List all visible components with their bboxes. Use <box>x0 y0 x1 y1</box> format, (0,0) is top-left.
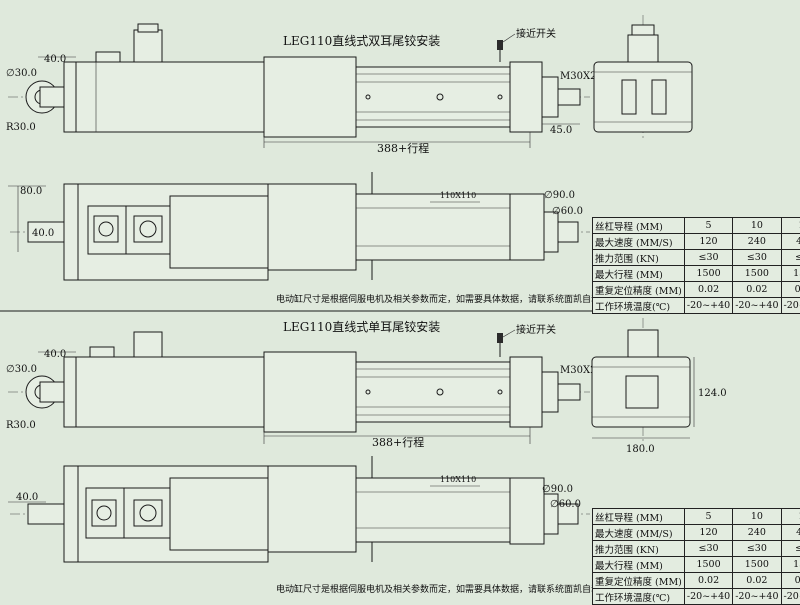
drawing-2-top-view: 40.0 110X110 ∅90.0 ∅60.0 电动缸尺寸是根据伺服电机及相关… <box>8 456 618 595</box>
drawing-2-dim-m30: M30X2 <box>560 365 596 376</box>
drawing-2-switch-label: 接近开关 <box>516 323 556 336</box>
spec-value-cell: 1500 <box>684 266 732 282</box>
spec-label-cell: 最大行程 (MM) <box>593 266 685 282</box>
spec-value-cell: 0.02 <box>733 282 781 298</box>
drawing-1-stroke-label: 388+行程 <box>377 142 429 155</box>
spec-row: 最大速度 (MM/S)120240480 <box>593 525 800 541</box>
spec-value-cell: 20 <box>781 218 800 234</box>
spec-table-2: 丝杠导程 (MM)51020最大速度 (MM/S)120240480推力范围 (… <box>592 508 800 605</box>
spec-value-cell: -20~+40 <box>781 298 800 314</box>
drawing-2-note: 电动缸尺寸是根据伺服电机及相关参数而定，如需要具体数据，请联系统面凯自动化。 <box>276 583 618 595</box>
spec-row: 重复定位精度 (MM)0.020.020.02 <box>593 573 800 589</box>
spec-row: 丝杠导程 (MM)51020 <box>593 218 800 234</box>
spec-row: 丝杠导程 (MM)51020 <box>593 509 800 525</box>
spec-value-cell: 20 <box>781 509 800 525</box>
spec-value-cell: 480 <box>781 234 800 250</box>
spec-value-cell: ≤30 <box>781 541 800 557</box>
spec-row: 工作环境温度(℃)-20~+40-20~+40-20~+40 <box>593 589 800 605</box>
drawing-1-dim-45: 45.0 <box>550 125 572 136</box>
drawing-2-stroke-label: 388+行程 <box>372 436 424 449</box>
spec-row: 最大行程 (MM)150015001500 <box>593 266 800 282</box>
drawing-1-side-view: LEG110直线式双耳尾铰安装 接近开关 <box>6 24 596 155</box>
spec-value-cell: ≤30 <box>684 541 732 557</box>
spec-label-cell: 丝杠导程 (MM) <box>593 218 685 234</box>
drawing-1-title: LEG110直线式双耳尾铰安装 <box>283 33 440 48</box>
spec-row: 推力范围 (KN)≤30≤30≤30 <box>593 541 800 557</box>
spec-label-cell: 重复定位精度 (MM) <box>593 573 685 589</box>
spec-value-cell: 10 <box>733 218 781 234</box>
spec-value-cell: ≤30 <box>781 250 800 266</box>
drawing-2-dim-124: 124.0 <box>698 388 727 399</box>
spec-value-cell: 5 <box>684 509 732 525</box>
spec-label-cell: 丝杠导程 (MM) <box>593 509 685 525</box>
drawing-1-dim-phi30: ∅30.0 <box>6 68 37 79</box>
spec-label-cell: 工作环境温度(℃) <box>593 298 685 314</box>
spec-value-cell: 0.02 <box>684 573 732 589</box>
spec-value-cell: -20~+40 <box>781 589 800 605</box>
spec-value-cell: -20~+40 <box>733 589 781 605</box>
drawing-1-dim-40: 40.0 <box>44 54 66 65</box>
drawing-1-end-view <box>594 15 692 140</box>
drawing-2-title: LEG110直线式单耳尾铰安装 <box>283 319 440 334</box>
spec-value-cell: 1500 <box>684 557 732 573</box>
spec-label-cell: 推力范围 (KN) <box>593 250 685 266</box>
drawing-1-switch-label: 接近开关 <box>516 27 556 40</box>
spec-value-cell: 240 <box>733 525 781 541</box>
spec-row: 最大速度 (MM/S)120240480 <box>593 234 800 250</box>
drawing-2-square: 110X110 <box>440 475 476 484</box>
spec-value-cell: 0.02 <box>733 573 781 589</box>
spec-table-1: 丝杠导程 (MM)51020最大速度 (MM/S)120240480推力范围 (… <box>592 217 800 314</box>
spec-label-cell: 最大行程 (MM) <box>593 557 685 573</box>
drawing-1-dim-m30: M30X2 <box>560 71 596 82</box>
spec-value-cell: 240 <box>733 234 781 250</box>
spec-value-cell: 120 <box>684 525 732 541</box>
drawing-2-side-view: LEG110直线式单耳尾铰安装 接近开关 40.0 ∅30.0 R30.0 M3… <box>6 319 596 449</box>
spec-value-cell: 120 <box>684 234 732 250</box>
drawing-2-dim-40b: 40.0 <box>16 492 38 503</box>
spec-value-cell: -20~+40 <box>684 298 732 314</box>
spec-label-cell: 最大速度 (MM/S) <box>593 525 685 541</box>
spec-label-cell: 最大速度 (MM/S) <box>593 234 685 250</box>
spec-value-cell: 5 <box>684 218 732 234</box>
drawing-2-dim-40: 40.0 <box>44 349 66 360</box>
spec-value-cell: 1500 <box>733 557 781 573</box>
spec-label-cell: 工作环境温度(℃) <box>593 589 685 605</box>
spec-label-cell: 重复定位精度 (MM) <box>593 282 685 298</box>
spec-value-cell: 0.02 <box>684 282 732 298</box>
drawing-2-dim-180: 180.0 <box>626 444 655 455</box>
spec-row: 推力范围 (KN)≤30≤30≤30 <box>593 250 800 266</box>
drawing-2-phi90: ∅90.0 <box>542 484 573 495</box>
drawing-2-dim-phi30: ∅30.0 <box>6 364 37 375</box>
spec-value-cell: -20~+40 <box>733 298 781 314</box>
drawing-1-phi60: ∅60.0 <box>552 206 583 217</box>
drawing-1-dim-r30: R30.0 <box>6 122 36 133</box>
drawing-2-end-view: 124.0 180.0 <box>592 318 727 455</box>
spec-row: 重复定位精度 (MM)0.020.020.02 <box>593 282 800 298</box>
spec-value-cell: 480 <box>781 525 800 541</box>
drawing-2-dim-r30: R30.0 <box>6 420 36 431</box>
drawing-1-dim-80: 80.0 <box>20 186 42 197</box>
spec-label-cell: 推力范围 (KN) <box>593 541 685 557</box>
spec-row: 工作环境温度(℃)-20~+40-20~+40-20~+40 <box>593 298 800 314</box>
spec-value-cell: ≤30 <box>733 250 781 266</box>
spec-value-cell: ≤30 <box>684 250 732 266</box>
drawing-1-phi90: ∅90.0 <box>544 190 575 201</box>
drawing-1-top-view: 80.0 40.0 110X110 ∅90.0 ∅60.0 电动缸尺寸是根据伺服… <box>8 172 618 305</box>
drawing-1-square: 110X110 <box>440 191 476 200</box>
spec-value-cell: 1500 <box>733 266 781 282</box>
drawing-1-dim-40b: 40.0 <box>32 228 54 239</box>
spec-value-cell: -20~+40 <box>684 589 732 605</box>
spec-value-cell: 10 <box>733 509 781 525</box>
spec-row: 最大行程 (MM)150015001500 <box>593 557 800 573</box>
drawing-1-note: 电动缸尺寸是根据伺服电机及相关参数而定，如需要具体数据，请联系统面凯自动化。 <box>276 293 618 305</box>
drawing-2-phi60: ∅60.0 <box>550 499 581 510</box>
spec-value-cell: 1500 <box>781 557 800 573</box>
spec-value-cell: ≤30 <box>733 541 781 557</box>
spec-value-cell: 0.02 <box>781 282 800 298</box>
spec-value-cell: 0.02 <box>781 573 800 589</box>
spec-value-cell: 1500 <box>781 266 800 282</box>
